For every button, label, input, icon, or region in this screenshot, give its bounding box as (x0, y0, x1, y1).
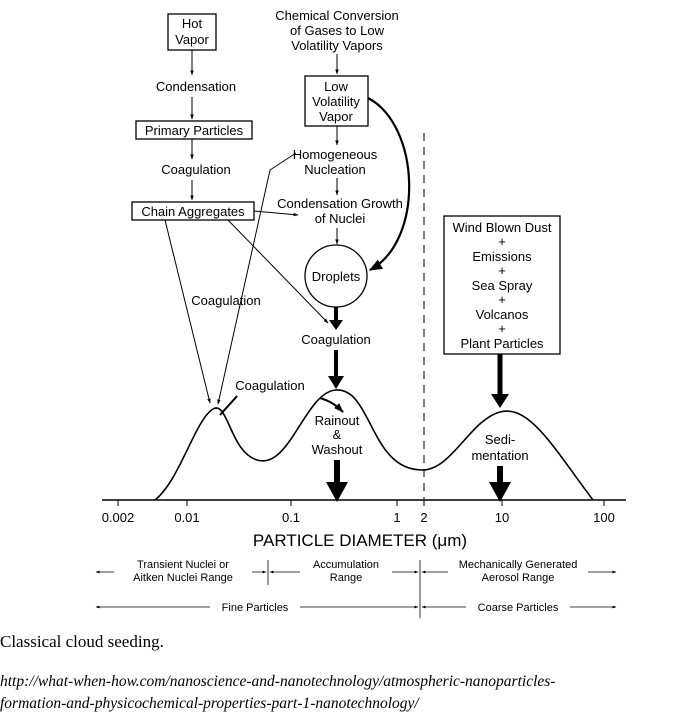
range-label-bg-coarse (466, 599, 570, 615)
range-fine-label: Fine Particles (222, 602, 289, 614)
droplets-down-head (329, 320, 343, 330)
source-url-line-2[interactable]: formation-and-physicochemical-properties… (0, 695, 419, 712)
tick-label-1: 1 (393, 510, 400, 525)
size-distribution-curve (154, 389, 594, 501)
low-volatility-line-2: Volatility (312, 94, 360, 109)
chemical-conversion-line-3: Volatility Vapors (291, 38, 383, 53)
tick-label-100: 100 (593, 510, 615, 525)
sources-line-3: Emissions (472, 249, 532, 264)
coagulation-mid-label: Coagulation (191, 293, 260, 308)
sources-line-8: + (498, 321, 506, 336)
droplets-label: Droplets (312, 269, 361, 284)
homogeneous-nucleation-line-1: Homogeneous (293, 147, 378, 162)
coagulation-peak-arrow-right (319, 397, 344, 413)
sources-line-7: Volcanos (476, 307, 529, 322)
sources-line-4: + (498, 263, 506, 278)
rainout-line-3: Washout (312, 442, 363, 457)
sedimentation-line-1: Sedi- (485, 432, 515, 447)
rainout-line-1: Rainout (315, 413, 360, 428)
range-transient-line-1: Transient Nuclei or (137, 559, 229, 571)
coagulation-peak-label: Coagulation (235, 378, 304, 393)
arrow-chain-to-growth (253, 210, 299, 217)
condensation-label: Condensation (156, 79, 236, 94)
sources-line-6: + (498, 292, 506, 307)
range-label-bg-mechanical (448, 558, 588, 586)
range-mechanical-line-2: Aerosol Range (482, 572, 555, 584)
tick-label-0002: 0.002 (102, 510, 135, 525)
chemical-conversion-line-2: of Gases to Low (290, 23, 385, 38)
coagulation-left-label: Coagulation (161, 162, 230, 177)
range-label-bg-accumulation (300, 558, 392, 586)
tick-label-10: 10 (495, 510, 509, 525)
range-label-bg-fine (210, 599, 300, 615)
coagulation-peak-tick-left (219, 395, 238, 416)
homogeneous-nucleation-line-2: Nucleation (304, 162, 365, 177)
source-url-line-1[interactable]: http://what-when-how.com/nanoscience-and… (0, 673, 556, 690)
arrow-chain-to-accumulation (227, 219, 329, 324)
coagulation-to-peak-head (328, 376, 344, 389)
chemical-conversion-line-1: Chemical Conversion (275, 8, 399, 23)
low-volatility-line-3: Vapor (319, 109, 353, 124)
sources-line-9: Plant Particles (460, 336, 544, 351)
sedimentation-down-head (489, 482, 511, 502)
tick-label-001: 0.01 (174, 510, 199, 525)
range-coarse-label: Coarse Particles (478, 602, 559, 614)
primary-particles-box (135, 120, 253, 140)
range-accumulation-line-2: Range (330, 572, 362, 584)
range-mechanical-line-1: Mechanically Generated (459, 559, 578, 571)
hot-vapor-line-2: Vapor (175, 32, 209, 47)
condensation-growth-line-2: of Nuclei (315, 211, 366, 226)
range-transient-line-2: Aitken Nuclei Range (133, 572, 233, 584)
tick-label-01: 0.1 (282, 510, 300, 525)
range-label-bg-transient (114, 558, 252, 586)
figure-caption: Classical cloud seeding. (0, 632, 164, 651)
source-url[interactable]: http://what-when-how.com/nanoscience-and… (0, 671, 694, 715)
primary-particles-label: Primary Particles (145, 123, 244, 138)
sources-line-5: Sea Spray (472, 278, 533, 293)
arrow-nucleation-to-nuclei-peak (217, 152, 297, 405)
low-volatility-line-1: Low (324, 79, 348, 94)
sources-line-2: + (498, 234, 506, 249)
x-axis-title: PARTICLE DIAMETER (μm) (253, 531, 467, 550)
rainout-line-2: & (333, 427, 342, 442)
sedimentation-line-2: mentation (471, 448, 528, 463)
rainout-down-head (326, 482, 348, 502)
coagulation-droplets-label: Coagulation (301, 332, 370, 347)
sources-line-1: Wind Blown Dust (453, 220, 552, 235)
arrow-chain-to-nuclei-peak (164, 219, 211, 404)
range-accumulation-line-1: Accumulation (313, 559, 379, 571)
hot-vapor-line-1: Hot (182, 16, 203, 31)
aerosol-size-distribution-diagram: Hot Vapor Condensation Primary Particles… (95, 8, 626, 618)
sources-down-head (491, 394, 509, 408)
condensation-growth-line-1: Condensation Growth (277, 196, 403, 211)
chain-aggregates-label: Chain Aggregates (141, 204, 245, 219)
tick-label-2: 2 (420, 510, 427, 525)
arrow-vapor-to-droplets-curve (367, 97, 411, 271)
